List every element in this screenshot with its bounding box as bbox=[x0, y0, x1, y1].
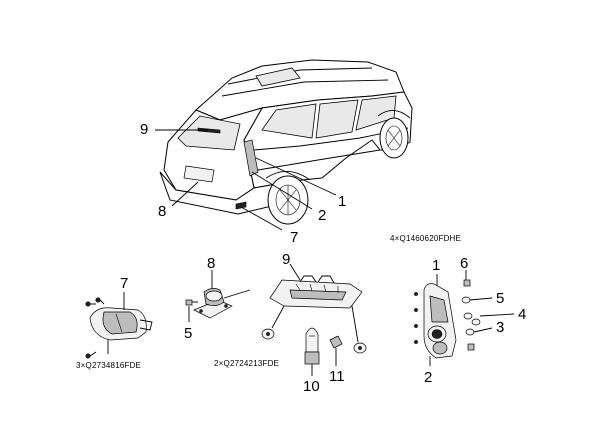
callout-8-plate-lamp-detail: 8 bbox=[207, 255, 215, 272]
callout-1-tail-lamp: 1 bbox=[338, 193, 346, 210]
part-rear-fog-lamp bbox=[85, 292, 153, 359]
callout-4-bulb: 4 bbox=[518, 306, 526, 323]
callout-7-fog-lamp: 7 bbox=[290, 229, 298, 246]
callout-5-plate-bolt: 5 bbox=[184, 325, 192, 342]
tail-lamp-screw-code: 4×Q1460620FDHE bbox=[390, 234, 461, 243]
callout-9-brake-lamp-detail: 9 bbox=[282, 251, 290, 268]
screw-icon bbox=[414, 292, 418, 344]
callout-10-bulb: 10 bbox=[303, 378, 320, 395]
vehicle-leaders bbox=[155, 129, 337, 231]
fog-lamp-screw-code: 3×Q2734816FDE bbox=[76, 361, 141, 370]
callout-7-fog-lamp-detail: 7 bbox=[120, 275, 128, 292]
screw-icon bbox=[261, 328, 275, 340]
socket-icon bbox=[329, 335, 343, 366]
part-high-mount-brake-lamp bbox=[261, 263, 367, 376]
callout-6-bulb: 6 bbox=[460, 255, 468, 272]
callout-1-tail-lamp-detail: 1 bbox=[432, 257, 440, 274]
callout-3-bulb: 3 bbox=[496, 319, 504, 336]
part-license-plate-lamp bbox=[185, 270, 251, 322]
bolt-icon bbox=[185, 299, 198, 306]
screw-icon bbox=[85, 297, 105, 359]
callout-8-plate-lamp: 8 bbox=[158, 203, 166, 220]
plate-lamp-screw-code: 2×Q2724213FDE bbox=[214, 359, 279, 368]
callout-2-tail-lamp: 2 bbox=[318, 207, 326, 224]
callout-5-bulb: 5 bbox=[496, 290, 504, 307]
bulb-icon bbox=[461, 270, 515, 351]
screw-icon bbox=[353, 342, 367, 354]
vehicle-illustration bbox=[159, 59, 413, 225]
callout-11-socket: 11 bbox=[329, 368, 345, 385]
bulb-icon bbox=[304, 327, 320, 365]
callout-9-brake-lamp: 9 bbox=[140, 121, 148, 138]
callout-2-tail-lamp-detail: 2 bbox=[424, 369, 432, 386]
part-combination-tail-lamp bbox=[414, 270, 515, 366]
